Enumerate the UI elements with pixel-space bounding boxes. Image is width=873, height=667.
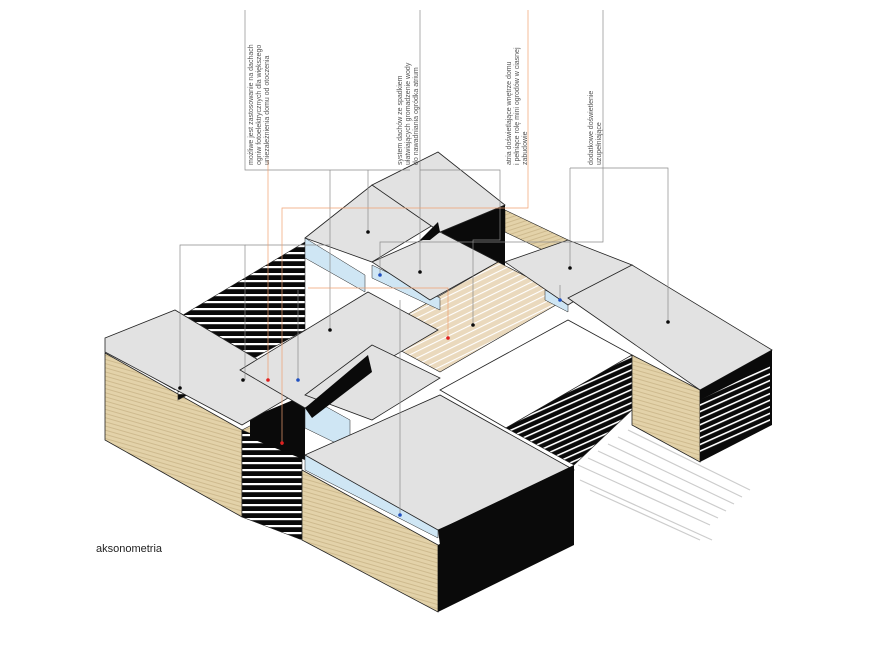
ground-slats <box>577 429 751 541</box>
marker-dot-blue <box>296 378 300 382</box>
rear-dark-courtyard <box>440 205 505 270</box>
dark-passage <box>250 395 305 460</box>
drawing-caption: aksonometria <box>96 543 163 555</box>
roof-left <box>104 309 306 426</box>
building <box>104 151 773 613</box>
marker-dot-blue <box>378 273 382 277</box>
annotation-line: dodatkowe doświetlenie <box>588 91 595 165</box>
glass-center-left <box>304 237 366 293</box>
annotation-line: atria doświetlające wnętrze domu <box>506 61 513 165</box>
marker-dots <box>178 230 670 517</box>
marker-dot <box>471 323 475 327</box>
annotation-line: do nawadniania ogródka atrium <box>413 67 420 165</box>
roof-edge-dark-1 <box>305 355 372 418</box>
roof-edge-dark-2 <box>438 465 574 545</box>
annotation-line: uniezależnienia domu od otoczenia <box>264 56 271 165</box>
marker-dot-red <box>266 378 270 382</box>
leader-lines <box>179 10 669 515</box>
marker-dot-blue <box>398 513 402 517</box>
roof-top-rear <box>371 151 506 233</box>
roof-edge-dark-3 <box>700 350 772 400</box>
marker-dot <box>241 378 245 382</box>
annotation-line: zabudowie <box>522 131 529 165</box>
annotation-line: uzupełniające <box>596 122 603 165</box>
marker-dot <box>568 266 572 270</box>
annotation-line: możliwe jest zastosowanie na dachach <box>248 44 255 165</box>
marker-dot-red <box>280 441 284 445</box>
marker-dot <box>418 270 422 274</box>
annotation-line: ułatwiających gromadzenie wody <box>405 62 412 165</box>
annotation-skylights: dodatkowe doświetlenie uzupełniające <box>588 91 603 165</box>
annotation-roof-system: system dachów ze spadkiem ułatwiających … <box>397 62 420 165</box>
marker-dot <box>328 328 332 332</box>
marker-dot-red <box>446 336 450 340</box>
annotation-line: ogniw fotoelektrycznych dla większego <box>256 45 263 165</box>
annotation-line: system dachów ze spadkiem <box>397 75 404 165</box>
annotation-line: i pełniące rolę mini ogrodów w ciasnej <box>514 47 521 165</box>
right-block-slats <box>700 365 770 455</box>
roof-front-center <box>304 344 441 421</box>
roof-edge-dark-4 <box>420 222 440 240</box>
marker-dot <box>178 386 182 390</box>
marker-dot-blue <box>558 298 562 302</box>
front-block-side-wall <box>438 470 574 612</box>
roof-center-left <box>239 291 439 409</box>
marker-dot <box>366 230 370 234</box>
marker-dot <box>666 320 670 324</box>
annotation-atrium: atria doświetlające wnętrze domu i pełni… <box>506 47 529 165</box>
annotation-photovoltaic: możliwe jest zastosowanie na dachach ogn… <box>248 44 271 165</box>
